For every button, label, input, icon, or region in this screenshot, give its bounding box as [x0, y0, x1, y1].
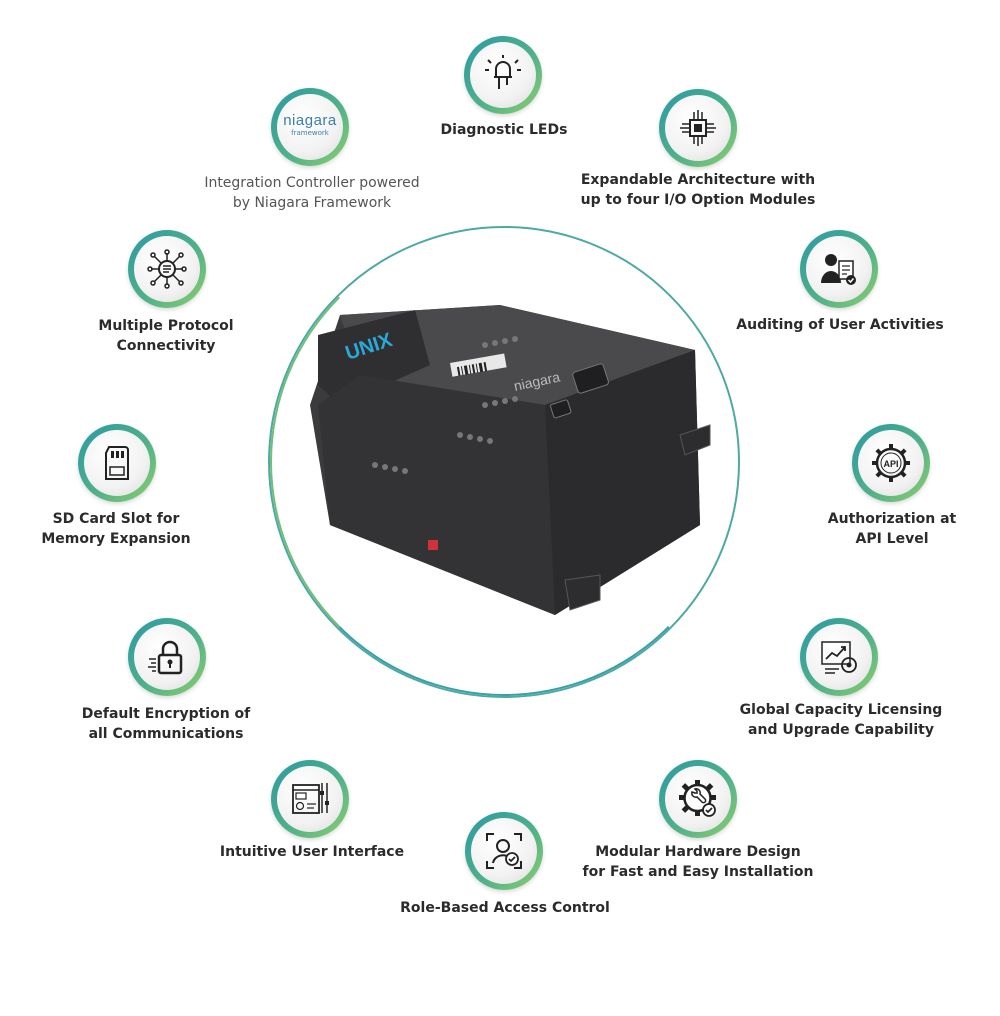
auditing-label: Auditing of User Activities	[736, 317, 944, 333]
ui-label: Intuitive User Interface	[219, 844, 405, 860]
ui-badge	[271, 760, 349, 838]
sd-card-label: SD Card Slot for Memory Expansion	[41, 511, 191, 547]
controller-device-image: UNIX niagara	[310, 305, 711, 615]
network-hub-icon	[147, 249, 187, 289]
modular-badge	[659, 760, 737, 838]
licensing-badge	[800, 618, 878, 696]
gear-wrench-icon	[679, 780, 716, 817]
encryption-badge	[128, 618, 206, 696]
niagara-badge: niagara framework	[271, 88, 349, 166]
led-bulb-icon	[485, 55, 521, 89]
auditing-badge	[800, 230, 878, 308]
licensing-label: Global Capacity Licensing and Upgrade Ca…	[739, 702, 943, 738]
chip-icon	[680, 110, 716, 146]
sd-card-badge	[78, 424, 156, 502]
growth-chart-icon	[821, 641, 857, 674]
svg-text:API: API	[883, 459, 898, 469]
expandable-badge	[659, 89, 737, 167]
rbac-badge	[465, 812, 543, 890]
user-checklist-icon	[821, 254, 856, 285]
expandable-label: Expandable Architecture with up to four …	[580, 172, 816, 208]
sd-card-icon	[105, 446, 129, 480]
api-gear-icon: API	[872, 444, 910, 482]
niagara-label: Integration Controller powered by Niagar…	[204, 175, 420, 211]
authorization-label: Authorization at API Level	[827, 511, 957, 547]
rbac-label: Role-Based Access Control	[400, 900, 610, 916]
dashboard-icon	[292, 783, 329, 814]
modular-label: Modular Hardware Design for Fast and Eas…	[582, 844, 814, 880]
face-scan-icon	[486, 833, 522, 869]
encryption-label: Default Encryption of all Communications	[81, 706, 251, 742]
diagnostic-leds-badge	[464, 36, 542, 114]
padlock-icon	[148, 640, 183, 675]
protocol-label: Multiple Protocol Connectivity	[98, 318, 234, 354]
protocol-badge	[128, 230, 206, 308]
authorization-badge: API	[852, 424, 930, 502]
niagara-logo: niagara framework	[283, 112, 337, 137]
center-ring	[268, 226, 740, 698]
diagnostic-leds-label: Diagnostic LEDs	[440, 122, 568, 138]
